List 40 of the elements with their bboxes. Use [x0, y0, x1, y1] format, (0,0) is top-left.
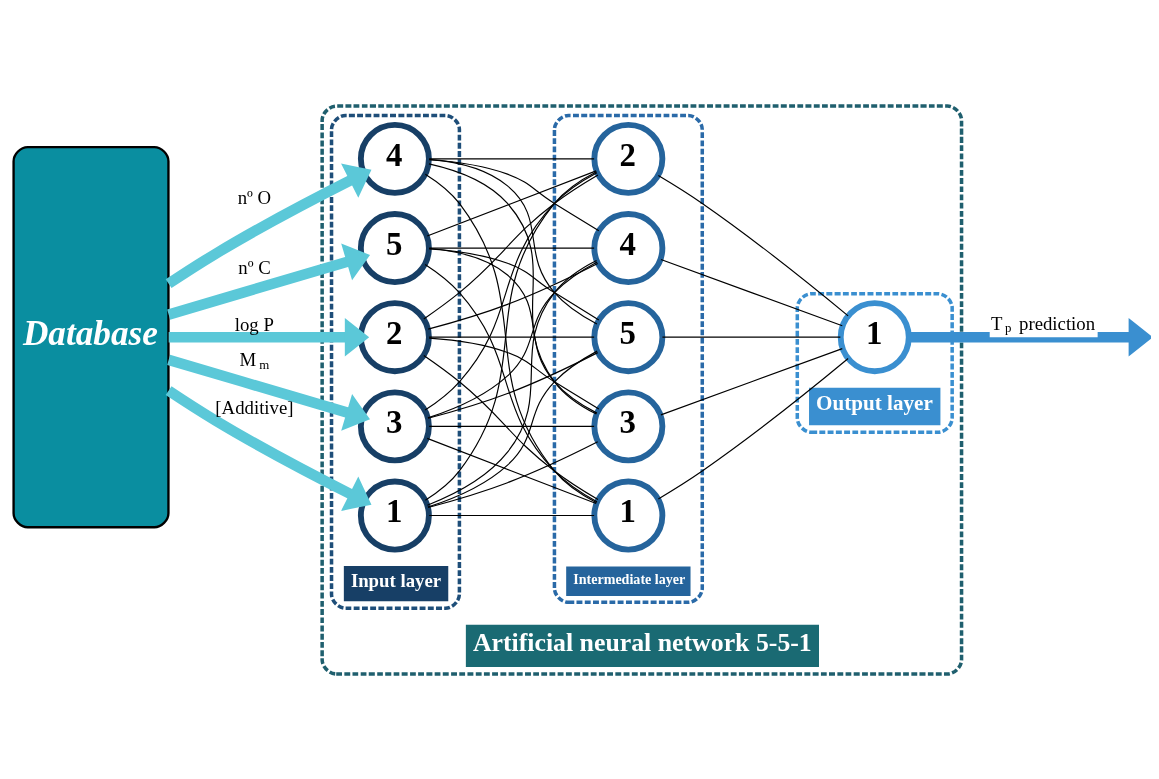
node-circle: 5: [357, 210, 432, 285]
connector: [428, 157, 595, 159]
connector: [427, 351, 599, 419]
connector: [660, 258, 843, 326]
connector: [428, 158, 598, 325]
node-circle: 3: [591, 388, 666, 463]
node-circle: 1: [591, 478, 666, 552]
edge-label: log P: [234, 313, 274, 335]
node-circle: 2: [591, 121, 666, 196]
connector: [428, 158, 600, 231]
node-box: Database: [12, 145, 170, 528]
connector: [428, 247, 600, 320]
arrow: [165, 385, 372, 511]
arrow: [167, 354, 370, 431]
arrow: [165, 163, 372, 288]
connector: [423, 173, 599, 319]
edge-label: nº C: [238, 256, 271, 278]
connector: [428, 246, 595, 249]
connector: [428, 514, 595, 516]
node-circle: 2: [357, 299, 432, 374]
node-circle: 1: [837, 299, 912, 374]
connector: [660, 347, 843, 415]
arrow: [168, 317, 370, 356]
node-circle: 4: [357, 121, 432, 196]
connector: [657, 357, 849, 499]
connector: [426, 169, 597, 237]
arrow: [167, 243, 370, 320]
connector: [657, 174, 849, 316]
connector: [427, 262, 599, 330]
node-circle: 3: [357, 388, 432, 463]
edge-label: nº O: [237, 186, 272, 208]
connector: [428, 425, 595, 427]
node-circle: 4: [591, 210, 666, 285]
node-circle: 1: [357, 478, 432, 552]
arrow: [908, 317, 1151, 356]
edge-label: [Additive]: [215, 396, 294, 418]
node-circle: 5: [591, 299, 666, 374]
connector: [428, 336, 595, 338]
connector: [661, 336, 841, 338]
connector: [428, 337, 600, 410]
